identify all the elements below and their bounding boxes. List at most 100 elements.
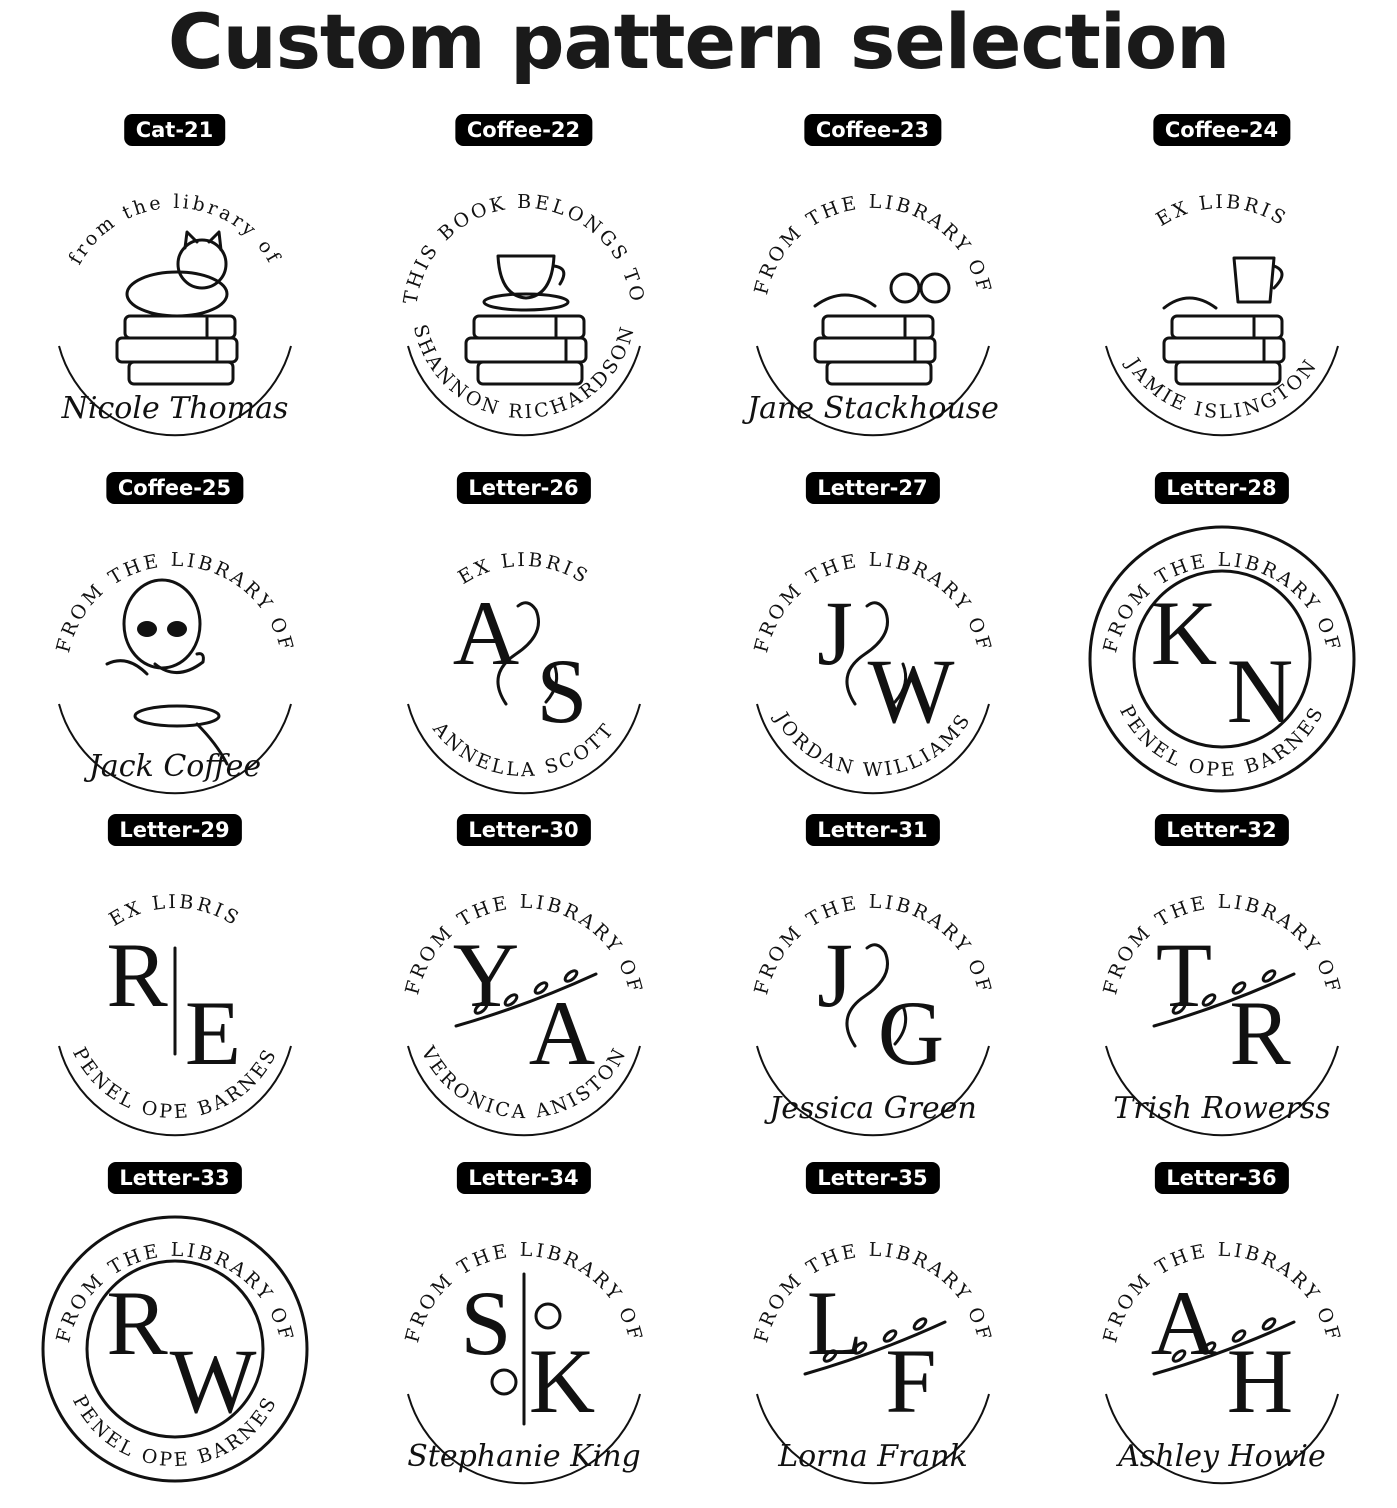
pattern-code-badge: Coffee-25 [105,472,244,504]
monogram-initial: G [878,982,944,1084]
motif-branch [1152,969,1296,1028]
ring-arc [1105,1393,1339,1485]
motif-teacup-on-books [464,254,588,386]
pattern-code-badge: Coffee-23 [803,114,942,146]
stamp-top-text: FROM THE LIBRARY OF [1099,1239,1345,1345]
stamp-svg: from the library of Nicole Thomas [58,191,292,437]
ring-arc [756,703,990,795]
stamp-name-signature: Nicole Thomas [61,391,289,426]
stamp-design: FROM THE LIBRARY OF Jane Stackhouse [735,156,1011,446]
stamp-top-text: from the library of [64,191,285,269]
monogram-initial: T [1156,924,1212,1026]
monogram-initial: H [1227,1330,1293,1432]
motif-double-ring [41,1215,309,1483]
pattern-code-badge: Letter-28 [1154,472,1289,504]
pattern-code-badge: Letter-31 [805,814,940,846]
motif-flourish [845,943,908,1048]
motif-books-with-glasses [813,272,951,386]
stamp-name-signature: Trish Rowerss [1113,1091,1330,1126]
stamp-design: from the library of Nicole Thomas [37,156,313,446]
monogram-initial: S [460,1272,511,1374]
motif-double-ring [1088,525,1356,793]
motif-cat-on-books [115,230,239,386]
stamp-name-signature: Jack Coffee [83,749,261,784]
stamp-top-text: FROM THE LIBRARY OF [52,549,298,655]
motif-flowers [490,1272,562,1426]
stamp-name-signature: Jessica Green [763,1091,977,1126]
ring-arc [756,345,990,437]
stamp-top-text: THIS BOOK BELONGS TO [400,191,649,306]
stamp-top-text: FROM THE LIBRARY OF [750,191,996,297]
stamp-top-text: FROM THE LIBRARY OF [750,1239,996,1345]
stamp-bottom-text: PENEL OPE BARNES [68,1044,282,1124]
monogram-initial: E [185,982,241,1084]
stamp-bottom-text: VERONICA ANISTON [416,1042,631,1123]
monogram-initial: W [170,1330,257,1432]
motif-branch [1152,1317,1296,1376]
motif-mug-on-books [1162,256,1286,386]
pattern-code-badge: Letter-34 [456,1162,591,1194]
monogram-initial: R [1229,982,1291,1084]
stamp-design: FROM THE LIBRARY OF Jack Coffee [37,514,313,804]
pattern-code-badge: Letter-26 [456,472,591,504]
motif-branch [454,969,598,1028]
stamp-name-signature: Jane Stackhouse [741,391,999,426]
monogram-initial: W [868,640,955,742]
motif-flourish [845,601,908,706]
stamp-svg: FROM THE LIBRARY OF Jack Coffee [52,549,298,795]
pattern-code-badge: Coffee-24 [1152,114,1291,146]
ring-arc [58,345,292,437]
ring-arc [58,703,292,795]
monogram-initial: N [1227,640,1293,742]
monogram-initial: R [106,1272,168,1374]
motif-flourish [496,601,559,706]
monogram-initial: J [817,582,853,684]
pattern-code-badge: Letter-36 [1154,1162,1289,1194]
ring-arc [407,1393,641,1485]
stamp-top-text: FROM THE LIBRARY OF [401,891,647,997]
pattern-code-badge: Letter-32 [1154,814,1289,846]
pattern-code-badge: Letter-33 [107,1162,242,1194]
stamp-top-text: EX LIBRIS [1152,191,1291,231]
ring-arc [1105,345,1339,437]
stamp-top-text: FROM THE LIBRARY OF [1099,891,1345,997]
ring-arc [756,1045,990,1137]
ring-arc [407,345,641,437]
ring-arc [756,1393,990,1485]
